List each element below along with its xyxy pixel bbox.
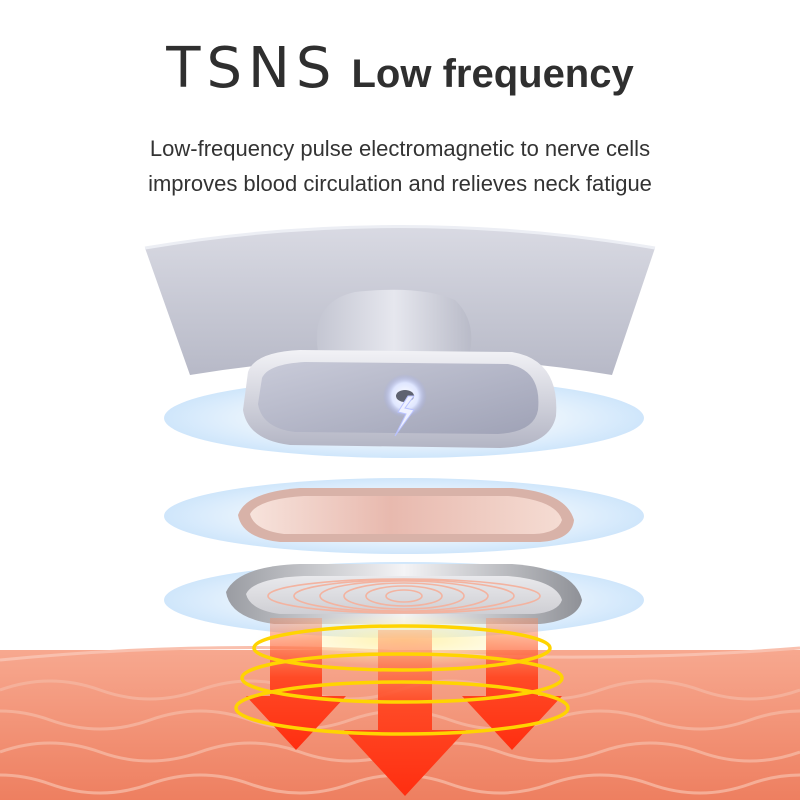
rose-gold-plate: [238, 488, 574, 542]
pulse-ring-icon: [234, 624, 570, 736]
headline-subtitle: Low frequency: [351, 52, 634, 96]
description-line-1: Low-frequency pulse electromagnetic to n…: [149, 136, 651, 161]
pad-mount: [316, 289, 472, 352]
headline: TSNS Low frequency: [0, 36, 800, 101]
brand-title: TSNS: [166, 36, 338, 101]
lightning-spark-icon: [383, 374, 427, 437]
down-arrow-icon: [246, 618, 562, 796]
silver-electrode-plate: [226, 564, 582, 624]
description-line-2: improves blood circulation and relieves …: [148, 171, 652, 196]
